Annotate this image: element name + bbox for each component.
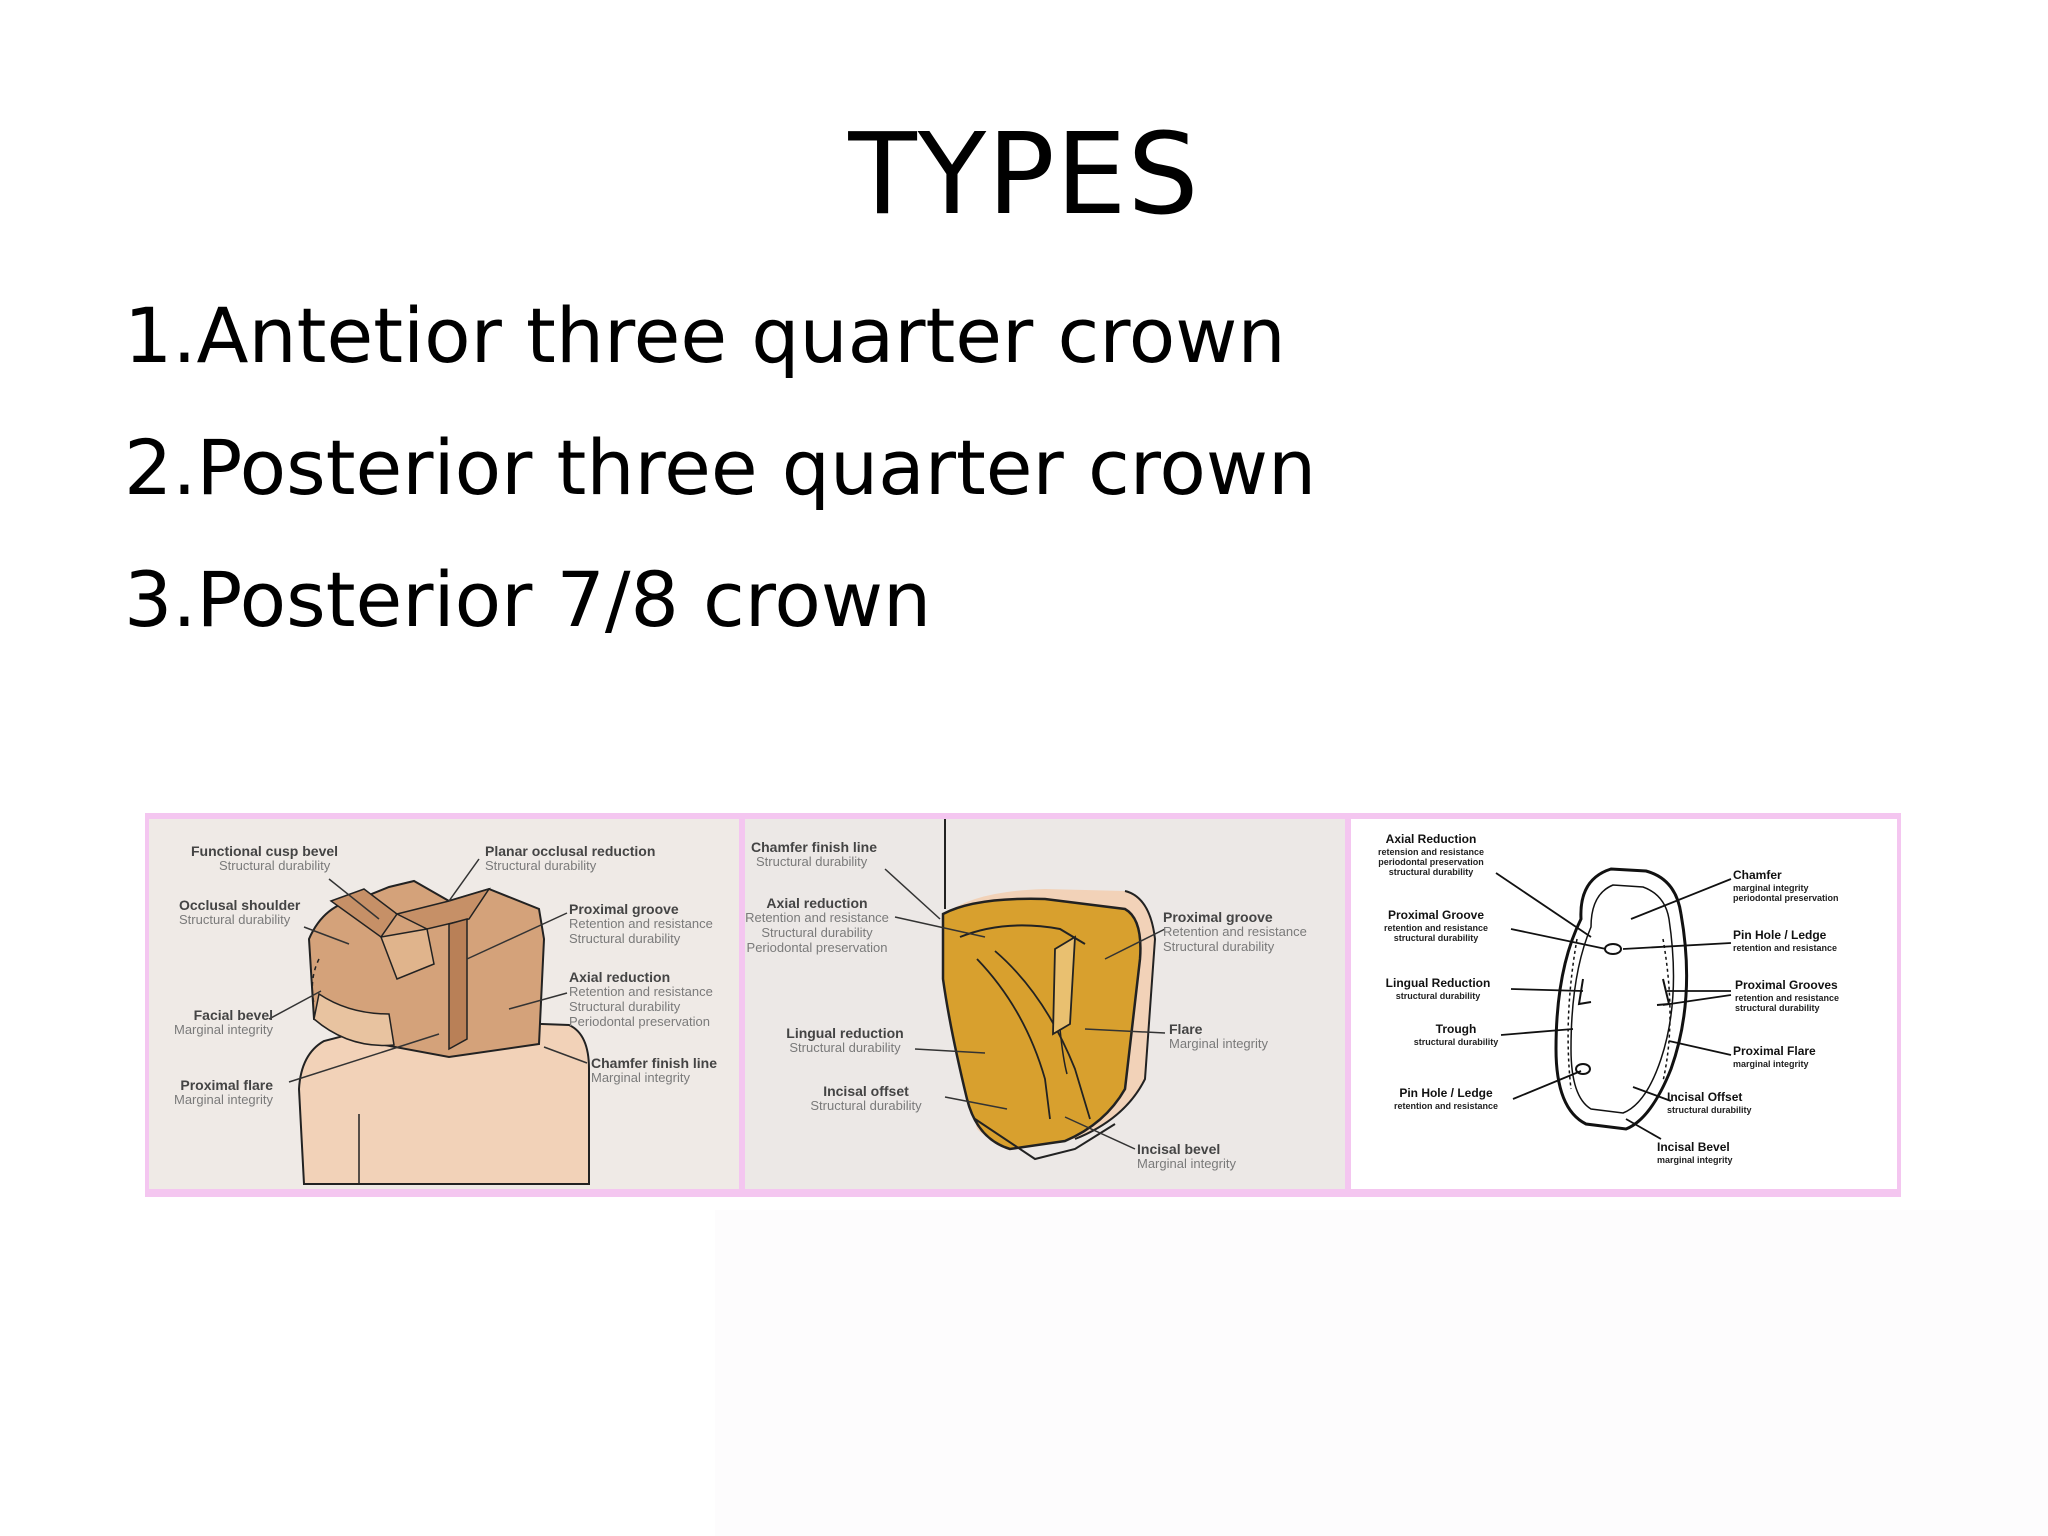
label-incisal-bevel: Incisal Bevel marginal integrity <box>1657 1140 1733 1165</box>
label-flare: Flare Marginal integrity <box>1169 1021 1268 1052</box>
tooth-illustration-2 <box>884 819 1166 1161</box>
label-planar-occlusal-reduction: Planar occlusal reduction Structural dur… <box>485 843 656 874</box>
tooth-illustration-1 <box>268 858 590 1185</box>
slide-title: TYPES <box>848 110 1200 240</box>
tooth-outline-diagram <box>1495 867 1732 1140</box>
label-chamfer: Chamfer marginal integrity periodontal p… <box>1733 868 1839 904</box>
label-proximal-flare: Proximal flare Marginal integrity <box>174 1077 273 1108</box>
figure-posterior-three-quarter: Functional cusp bevel Structural durabil… <box>149 819 739 1189</box>
label-incisal-offset: Incisal Offset structural durability <box>1667 1090 1752 1115</box>
label-pin-hole-ledge-lower: Pin Hole / Ledge retention and resistanc… <box>1393 1086 1499 1111</box>
label-functional-cusp-bevel: Functional cusp bevel Structural durabil… <box>191 843 339 874</box>
list-item: 2.Posterior three quarter crown <box>124 423 1317 512</box>
label-occlusal-shoulder: Occlusal shoulder Structural durability <box>179 897 301 928</box>
label-pin-hole-ledge: Pin Hole / Ledge retention and resistanc… <box>1733 928 1838 953</box>
lower-background <box>715 1210 2048 1536</box>
label-proximal-grooves: Proximal Grooves retention and resistanc… <box>1735 978 1840 1014</box>
figure-strip: Functional cusp bevel Structural durabil… <box>145 813 1901 1197</box>
label-chamfer-finish-line: Chamfer finish line Marginal integrity <box>591 1055 718 1086</box>
list-item: 3.Posterior 7/8 crown <box>124 555 932 644</box>
figure-line-diagram: Axial Reduction retension and resistance… <box>1351 819 1897 1189</box>
label-lingual-reduction: Lingual reduction Structural durability <box>786 1025 904 1056</box>
label-axial-reduction: Axial Reduction retension and resistance… <box>1377 832 1485 878</box>
types-list: 1.Antetior three quarter crown 2.Posteri… <box>124 270 1316 666</box>
figure-anterior-three-quarter: Chamfer finish line Structural durabilit… <box>745 819 1345 1189</box>
label-axial-reduction: Axial reduction Retention and resistance… <box>569 969 713 1029</box>
label-axial-reduction: Axial reduction Retention and resistance… <box>745 895 889 955</box>
label-trough: Trough structural durability <box>1413 1022 1499 1047</box>
label-proximal-groove: Proximal Groove retention and resistance… <box>1383 908 1489 944</box>
list-item: 1.Antetior three quarter crown <box>124 291 1286 380</box>
label-proximal-groove: Proximal groove Retention and resistance… <box>569 901 713 947</box>
label-facial-bevel: Facial bevel Marginal integrity <box>174 1007 273 1038</box>
label-incisal-bevel: Incisal bevel Marginal integrity <box>1137 1141 1236 1172</box>
label-proximal-flare: Proximal Flare marginal integrity <box>1733 1044 1816 1069</box>
label-lingual-reduction: Lingual Reduction structural durability <box>1385 976 1491 1001</box>
label-incisal-offset: Incisal offset Structural durability <box>810 1083 922 1114</box>
label-proximal-groove: Proximal groove Retention and resistance… <box>1163 909 1307 955</box>
label-chamfer-finish-line: Chamfer finish line Structural durabilit… <box>751 839 878 870</box>
